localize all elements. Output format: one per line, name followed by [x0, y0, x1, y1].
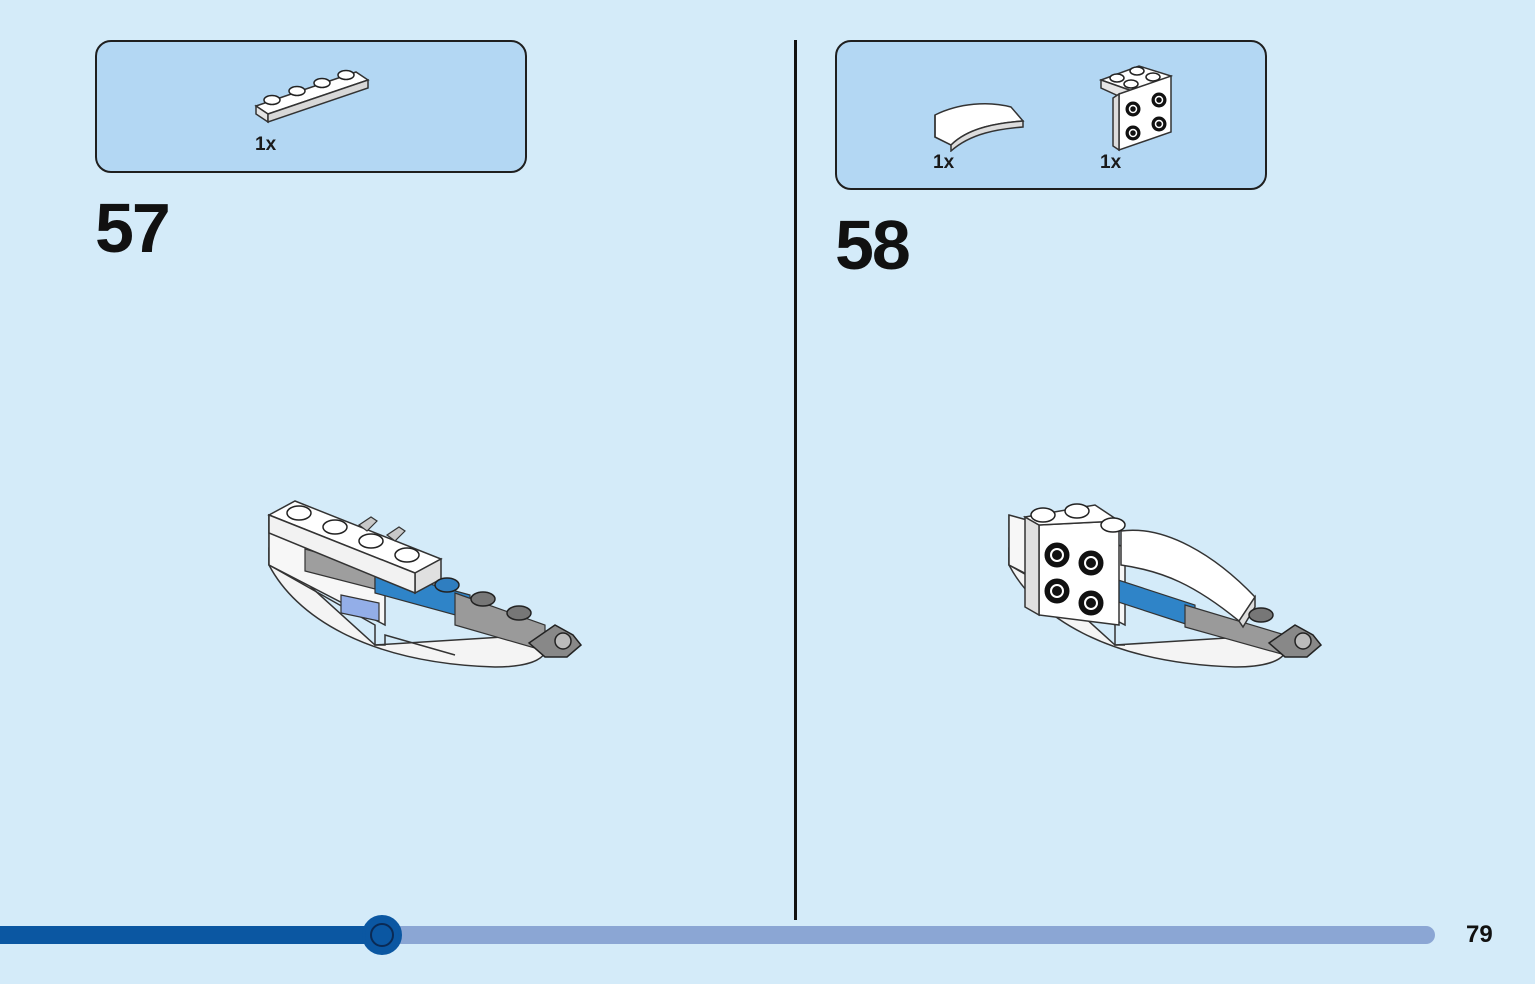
parts-callout-step-57: 1x: [95, 40, 527, 173]
progress-fill: [0, 926, 382, 944]
page-number: 79: [1466, 921, 1493, 948]
plate-1x4-white-icon: [254, 69, 370, 124]
part-quantity: 1x: [255, 134, 277, 155]
page-divider: [794, 40, 797, 920]
parts-callout-step-58: 1x 1x: [835, 40, 1267, 190]
bracket-2x2-white-icon: [1099, 65, 1174, 152]
progress-knob: [362, 915, 402, 955]
part-quantity: 1x: [933, 152, 955, 173]
curved-slope-white-icon: [934, 102, 1025, 152]
step-number: 57: [95, 189, 171, 267]
model-assembly-step-58-image: [1008, 503, 1323, 668]
part-quantity: 1x: [1100, 152, 1122, 173]
step-number: 58: [835, 206, 911, 284]
model-assembly-step-57-image: [267, 500, 583, 668]
